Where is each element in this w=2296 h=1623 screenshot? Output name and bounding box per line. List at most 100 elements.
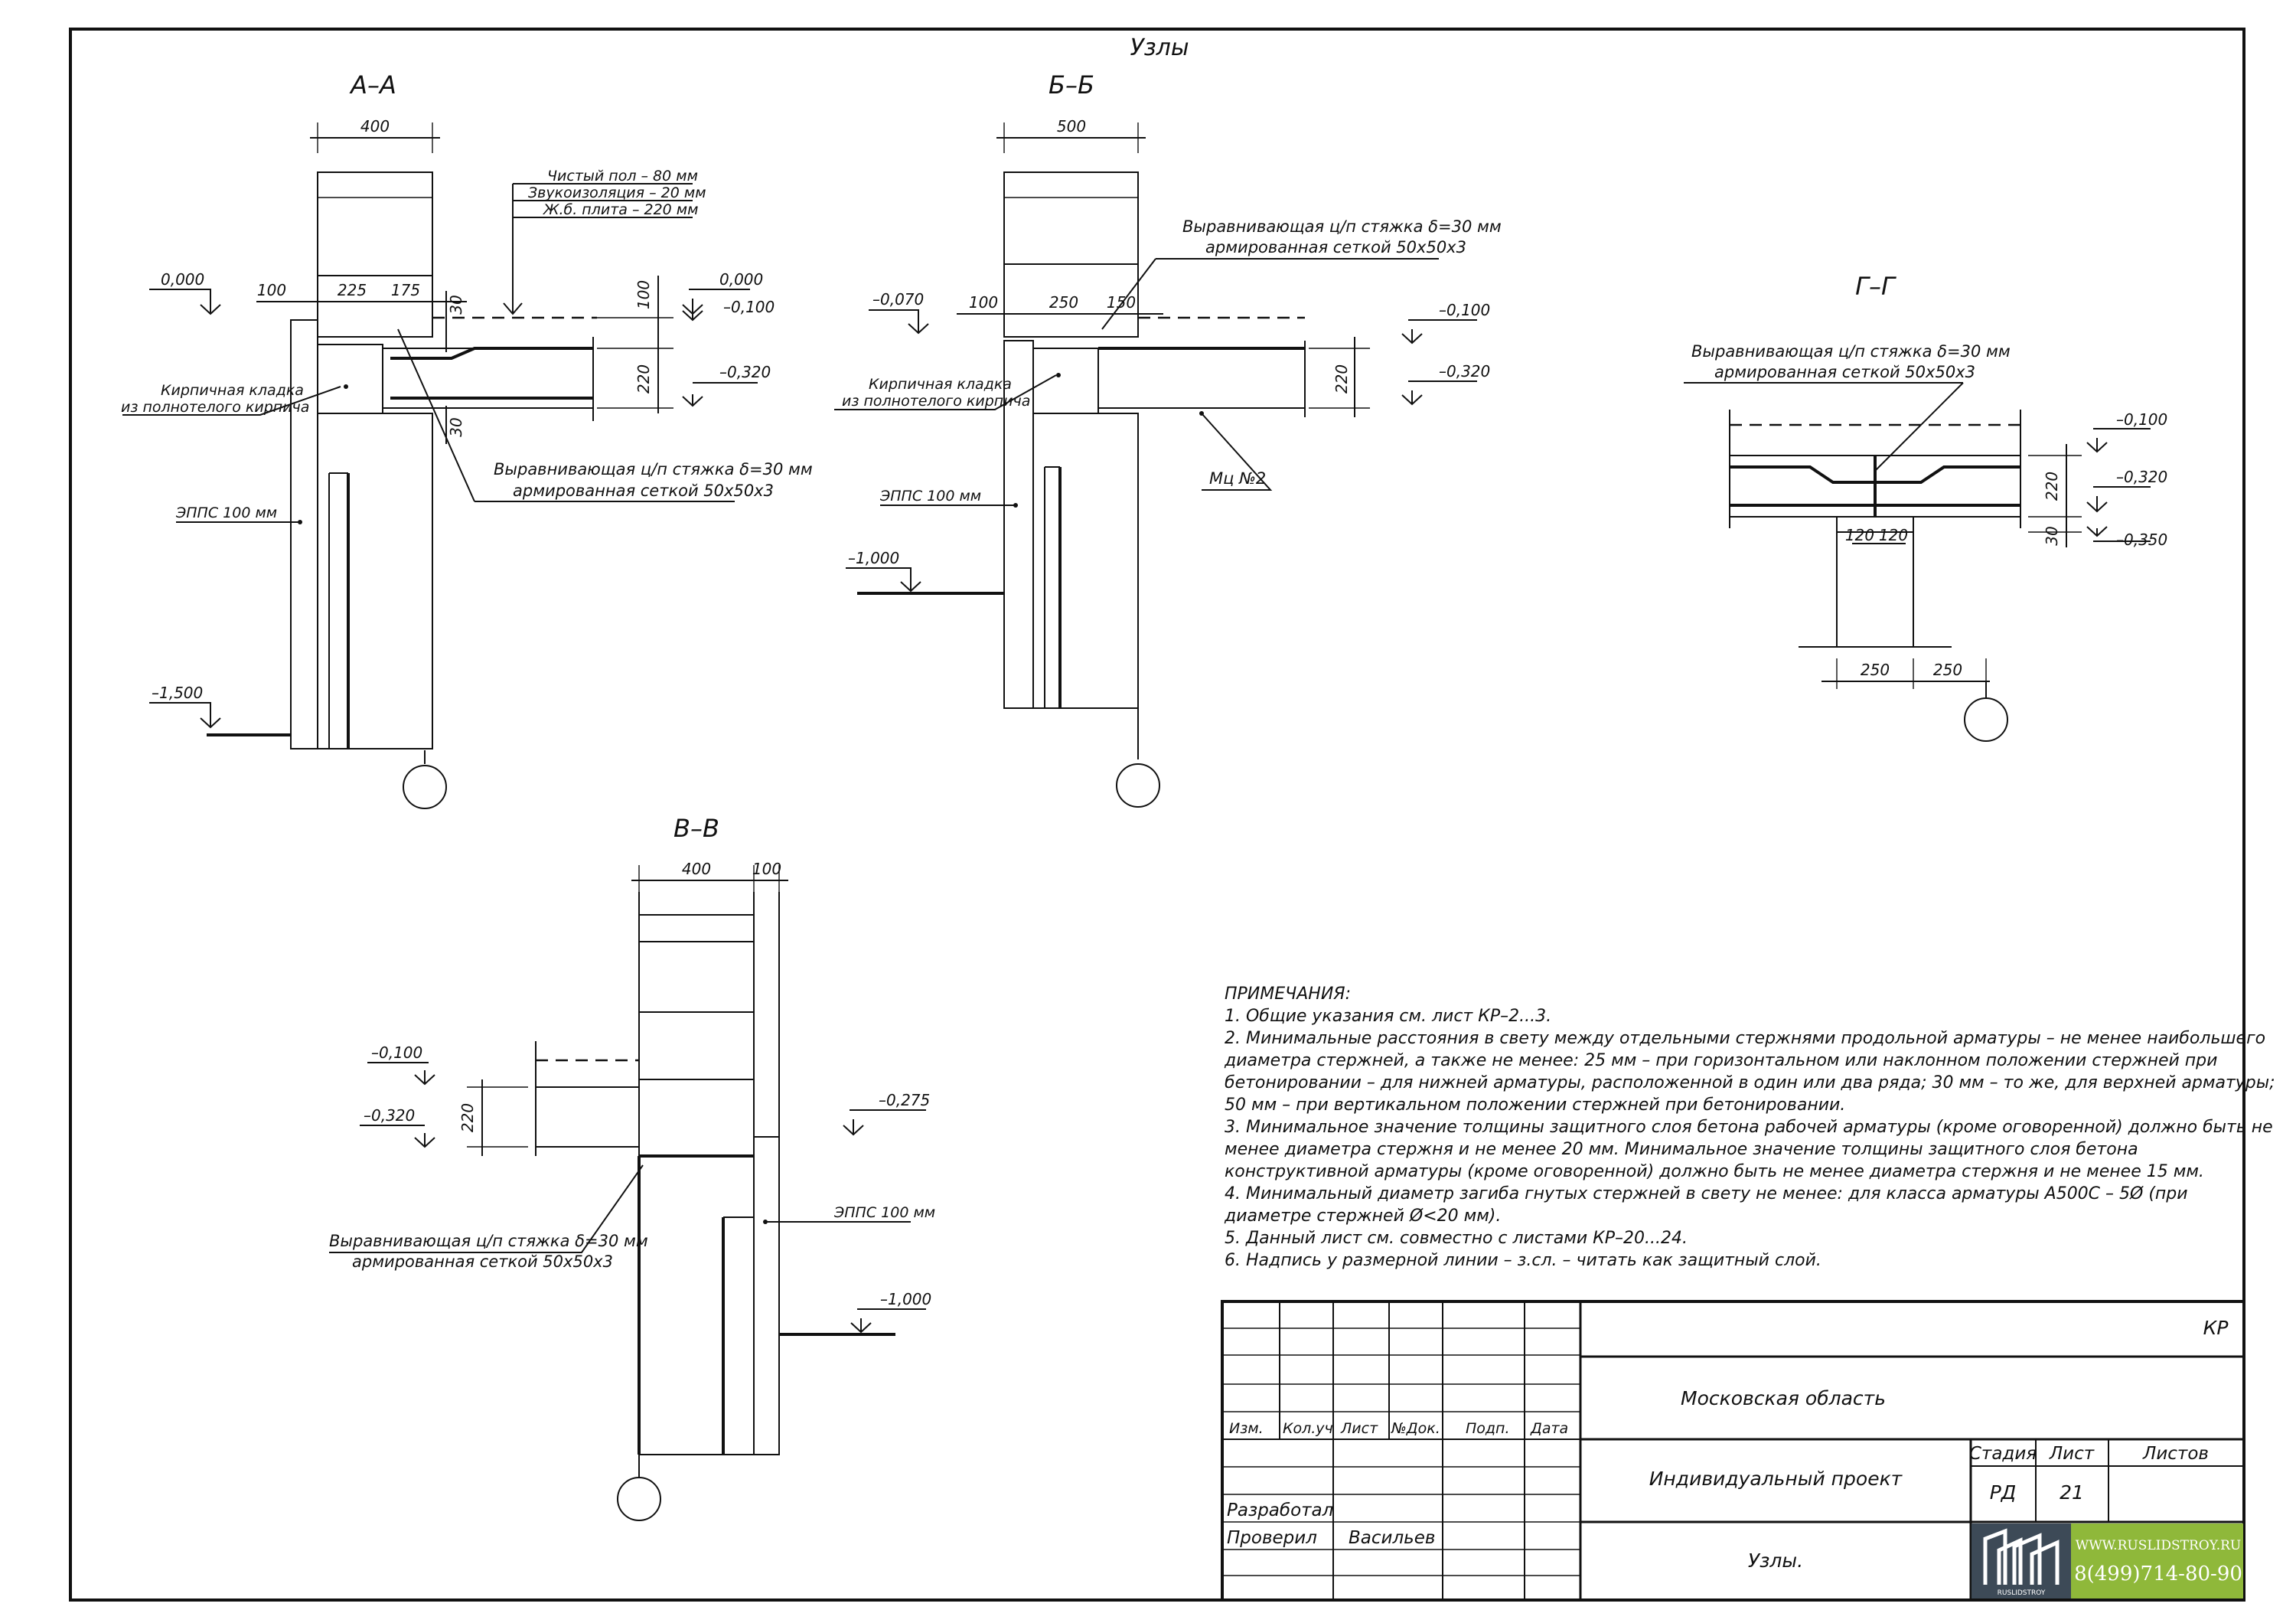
bb-screed-line-2: армированная сеткой 50х50х3 xyxy=(1205,238,1466,256)
aa-brick-line-2: из полнотелого кирпича xyxy=(121,399,309,416)
vv-level-100: –1,000 xyxy=(880,1290,931,1308)
aa-floor-layer-2: Звукоизоляция – 20 мм xyxy=(528,185,706,201)
gg-dim-120a: 120 xyxy=(1845,526,1874,544)
company-logo: RUSLIDSTROY WWW.RUSLIDSTROY.RU 8(499)714… xyxy=(1971,1523,2243,1599)
bb-level-010: –0,100 xyxy=(1439,301,1490,319)
aa-dim-400: 400 xyxy=(360,117,390,136)
stamp-stage-label: Стадия xyxy=(1969,1444,2037,1464)
concrete-wall xyxy=(638,1155,755,1455)
aa-epps-label: ЭППС 100 мм xyxy=(175,505,277,521)
aa-dim-175: 175 xyxy=(391,281,420,299)
vv-level-010: –0,100 xyxy=(371,1043,422,1062)
aa-level-150: –1,500 xyxy=(152,684,203,702)
notes-block: ПРИМЕЧАНИЯ: 1. Общие указания см. лист К… xyxy=(1224,985,2275,1270)
aa-floor-layer-3: Ж.б. плита – 220 мм xyxy=(543,201,698,218)
brick-wall xyxy=(638,914,755,1157)
gg-dim-30: 30 xyxy=(2043,526,2061,545)
stamp-sheet-label: Лист xyxy=(2049,1444,2095,1464)
epps-insulation xyxy=(753,1136,780,1455)
bb-dim-250: 250 xyxy=(1049,293,1078,312)
gg-dim-220: 220 xyxy=(2043,472,2061,501)
notes-heading: ПРИМЕЧАНИЯ: xyxy=(1225,985,1351,1004)
aa-dim-100: 100 xyxy=(257,281,286,299)
gg-level-032: –0,320 xyxy=(2116,468,2167,486)
gg-level-010: –0,100 xyxy=(2116,410,2167,429)
brick-wall xyxy=(317,171,433,338)
stamp-col-izm: Изм. xyxy=(1229,1420,1264,1437)
logo-brand: RUSLIDSTROY xyxy=(1998,1589,2046,1597)
aa-floor-layer-1: Чистый пол – 80 мм xyxy=(547,168,698,185)
bb-level-032: –0,320 xyxy=(1439,362,1490,380)
aa-brick-line-1: Кирпичная кладка xyxy=(161,382,304,399)
bb-mark-label: Мц №2 xyxy=(1209,469,1266,488)
gg-dim-250a: 250 xyxy=(1861,661,1890,679)
note-line: диаметра стержней, а также не менее: 25 … xyxy=(1224,1051,2217,1070)
bb-brick-line-2: из полнотелого кирпича xyxy=(842,393,1030,410)
aa-dim-100v: 100 xyxy=(634,280,653,309)
aa-dim-220: 220 xyxy=(634,364,653,394)
stamp-code: КР xyxy=(2203,1317,2229,1339)
bb-axis-marker xyxy=(1116,763,1160,808)
vv-level-032: –0,320 xyxy=(364,1106,415,1125)
gg-axis-marker xyxy=(1964,697,2008,742)
gg-screed-line-1: Выравнивающая ц/п стяжка δ=30 мм xyxy=(1691,342,2011,361)
brick-wall xyxy=(1003,171,1139,338)
vv-dim-100: 100 xyxy=(752,860,781,878)
bb-brick-line-1: Кирпичная кладка xyxy=(869,376,1012,393)
note-line: 2. Минимальные расстояния в свету между … xyxy=(1225,1029,2265,1048)
vv-dim-400: 400 xyxy=(682,860,711,878)
aa-level-010: –0,100 xyxy=(723,298,775,316)
note-line: менее диаметра стержня и не менее 20 мм.… xyxy=(1225,1140,2138,1159)
stamp-project: Индивидуальный проект xyxy=(1649,1468,1903,1490)
aa-level-0-right: 0,000 xyxy=(719,270,763,289)
bb-dim-500: 500 xyxy=(1057,117,1086,136)
logo-site: WWW.RUSLIDSTROY.RU xyxy=(2076,1538,2242,1553)
bb-epps-label: ЭППС 100 мм xyxy=(879,488,981,505)
section-aa-title: А–А xyxy=(349,70,396,100)
aa-screed-line-2: армированная сеткой 50х50х3 xyxy=(513,482,774,500)
title-block: Изм. Кол.уч Лист №Док. Подп. Дата Разраб… xyxy=(1221,1300,2245,1602)
stamp-checker-name: Васильев xyxy=(1349,1528,1435,1548)
stamp-sheet-value: 21 xyxy=(2060,1481,2084,1504)
sheet-frame xyxy=(69,28,2245,1602)
section-vv: В–В 400 100 220 –0,100 –0,320 –0,275 xyxy=(329,814,935,1521)
aa-dim-225: 225 xyxy=(338,281,367,299)
vv-dim-220: 220 xyxy=(458,1103,477,1132)
bb-dim-220: 220 xyxy=(1332,364,1351,394)
bb-screed-line-1: Выравнивающая ц/п стяжка δ=30 мм xyxy=(1182,217,1502,236)
aa-level-032: –0,320 xyxy=(719,363,771,381)
bb-level-100: –1,000 xyxy=(848,549,899,567)
stamp-region: Московская область xyxy=(1681,1387,1886,1409)
bb-dim-100: 100 xyxy=(969,293,998,312)
gg-screed-line-2: армированная сеткой 50х50х3 xyxy=(1714,363,1975,381)
section-gg-title: Г–Г xyxy=(1855,272,1896,301)
aa-screed-line-1: Выравнивающая ц/п стяжка δ=30 мм xyxy=(494,460,813,478)
stamp-col-list: Лист xyxy=(1340,1420,1378,1437)
aa-dim-30b: 30 xyxy=(447,417,465,436)
note-line: 6. Надпись у размерной линии – з.сл. – ч… xyxy=(1225,1251,1821,1270)
section-bb: Б–Б 500 100 250 150 220 –0,070 –0,100 –0… xyxy=(834,70,1502,808)
aa-axis-marker xyxy=(403,765,447,809)
note-line: бетонировании – для нижней арматуры, рас… xyxy=(1225,1073,2275,1092)
note-line: 5. Данный лист см. совместно с листами К… xyxy=(1225,1229,1688,1248)
note-line: 3. Минимальное значение толщины защитног… xyxy=(1225,1118,2273,1137)
bb-dim-150: 150 xyxy=(1107,293,1136,312)
bb-level-007: –0,070 xyxy=(872,290,924,309)
brick-support xyxy=(317,344,383,414)
floor-slab xyxy=(1097,348,1306,409)
section-bb-title: Б–Б xyxy=(1049,70,1094,100)
concrete-wall xyxy=(1032,413,1139,709)
vv-screed-line-1: Выравнивающая ц/п стяжка δ=30 мм xyxy=(329,1232,648,1250)
vv-level-0275: –0,275 xyxy=(879,1091,930,1109)
stamp-col-sign: Подп. xyxy=(1466,1420,1510,1437)
stamp-checked: Проверил xyxy=(1227,1528,1317,1548)
gg-dim-250b: 250 xyxy=(1933,661,1962,679)
gg-level-035: –0,350 xyxy=(2116,531,2167,549)
vv-axis-marker xyxy=(617,1477,661,1521)
stamp-developed: Разработал xyxy=(1227,1501,1334,1520)
stamp-sheets-label: Листов xyxy=(2142,1444,2209,1464)
vv-screed-line-2: армированная сеткой 50х50х3 xyxy=(352,1252,613,1271)
section-gg: Г–Г 120 120 250 250 220 30 –0,100 –0,320… xyxy=(1684,272,2167,742)
stamp-col-doc: №Док. xyxy=(1391,1420,1440,1437)
note-line: конструктивной арматуры (кроме оговоренн… xyxy=(1225,1162,2204,1181)
